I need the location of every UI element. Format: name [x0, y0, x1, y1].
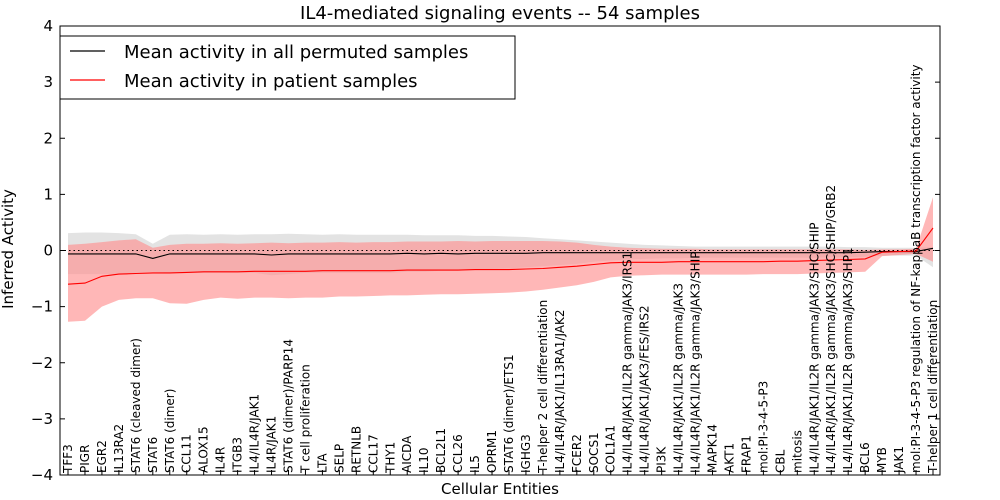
y-tick-label: −2 [31, 354, 53, 372]
legend-label-permuted: Mean activity in all permuted samples [124, 42, 468, 63]
x-tick-label: IL4R/JAK1 [265, 416, 279, 473]
y-tick-label: 2 [43, 129, 53, 147]
series-line-patient [67, 227, 934, 285]
x-tick-label: IL4/IL4R/JAK1/IL2R gamma/JAK3/SHC/SHIP [807, 222, 821, 473]
chart-title: IL4-mediated signaling events -- 54 samp… [300, 3, 700, 24]
x-tick-label: MYB [875, 447, 889, 473]
x-tick-label: STAT6 (dimer) [163, 389, 177, 473]
x-tick-label: CBL [773, 449, 787, 473]
x-tick-label: THY1 [383, 442, 397, 474]
x-tick-label: IL4/IL4R/JAK1/IL2R gamma/JAK3/SHP1 [841, 247, 855, 473]
x-tick-label: STAT6 (dimer)/PARP14 [282, 339, 296, 473]
y-tick-label: −1 [31, 298, 53, 316]
x-tick-label: CCL11 [180, 434, 194, 473]
x-tick-label: T cell proliferation [299, 364, 313, 474]
legend-box [59, 35, 516, 100]
series-line-permuted [68, 247, 934, 259]
x-tick-label: BCL2L1 [434, 428, 448, 473]
legend: Mean activity in all permuted samples Me… [59, 35, 516, 100]
x-tick-label: STAT6 [146, 437, 160, 473]
x-tick-label: CCL26 [451, 434, 465, 473]
x-tick-label: IL4/IL4R/JAK1/IL13RA1/JAK2 [553, 310, 567, 474]
x-tick-label: IL4/IL4R/JAK1/IL2R gamma/JAK3/SHC/SHIP/G… [824, 185, 838, 473]
x-tick-label: SOCS1 [587, 432, 601, 473]
x-tick-label: RETNLB [349, 426, 363, 473]
x-tick-label: MAPK14 [706, 424, 720, 473]
x-tick-label: STAT6 (dimer)/ETS1 [502, 354, 516, 473]
x-tick-label: IL4/IL4R/JAK1/IL2R gamma/JAK3 [672, 283, 686, 473]
x-tick-label: T-helper 1 cell differentiation [926, 300, 940, 474]
x-tick-label: FCER2 [570, 434, 584, 473]
x-axis-label: Cellular Entities [441, 480, 559, 498]
x-tick-label: ITGB3 [231, 437, 245, 473]
y-tick-label: −4 [31, 466, 53, 484]
x-tick-label: BCL6 [858, 442, 872, 473]
legend-label-patient: Mean activity in patient samples [124, 71, 418, 92]
x-tick-label: EGR2 [95, 440, 109, 473]
y-tick-label: 1 [43, 185, 53, 203]
y-tick-label: 3 [43, 73, 53, 91]
x-tick-label: IL5 [468, 455, 482, 473]
x-tick-label: AKT1 [723, 443, 737, 473]
y-axis-label: Inferred Activity [0, 189, 17, 309]
x-tick-label: OPRM1 [485, 430, 499, 473]
patient-confidence-band [68, 197, 933, 322]
x-tick-label: TFF3 [61, 444, 75, 474]
x-tick-label: COL1A1 [604, 425, 618, 473]
x-tick-label: IL4/IL4R/JAK1/IL2R gamma/JAK3/SHIP [689, 252, 703, 473]
x-tick-label: IL13RA2 [112, 424, 126, 473]
x-tick-label: ALOX15 [197, 426, 211, 473]
x-tick-label: IL4/IL4R/JAK1/IL2R gamma/JAK3/IRS1 [621, 252, 635, 473]
x-tick-label: IGHG3 [519, 434, 533, 473]
x-tick-label: IL4/IL4R/JAK1/JAK3/FES/IRS2 [638, 305, 652, 473]
x-tick-label: JAK1 [892, 446, 906, 474]
x-tick-label: FRAP1 [739, 435, 753, 473]
x-tick-label: mol:PI-3-4-5-P3 [756, 381, 770, 473]
x-tick-label: IL4/IL4R/JAK1 [248, 394, 262, 473]
x-tick-label: PIGR [78, 445, 92, 473]
y-tick-label: 0 [43, 242, 53, 260]
x-tick-label: STAT6 (cleaved dimer) [129, 338, 143, 473]
x-tick-label: AICDA [400, 435, 414, 473]
x-tick-label: IL4R [214, 447, 228, 473]
y-tick-label: 4 [43, 17, 53, 35]
x-tick-label: PI3K [655, 446, 669, 473]
y-tick-label: −3 [31, 410, 53, 428]
x-tick-label: mitosis [790, 430, 804, 473]
x-tick-label: mol:PI-3-4-5-P3 regulation of NF-kappaB … [909, 64, 923, 473]
x-tick-label: SELP [332, 444, 346, 473]
x-tick-label: T-helper 2 cell differentiation [536, 300, 550, 474]
x-tick-label: LTA [315, 453, 329, 473]
x-tick-label: IL10 [417, 448, 431, 474]
x-tick-label: CCL17 [366, 434, 380, 473]
